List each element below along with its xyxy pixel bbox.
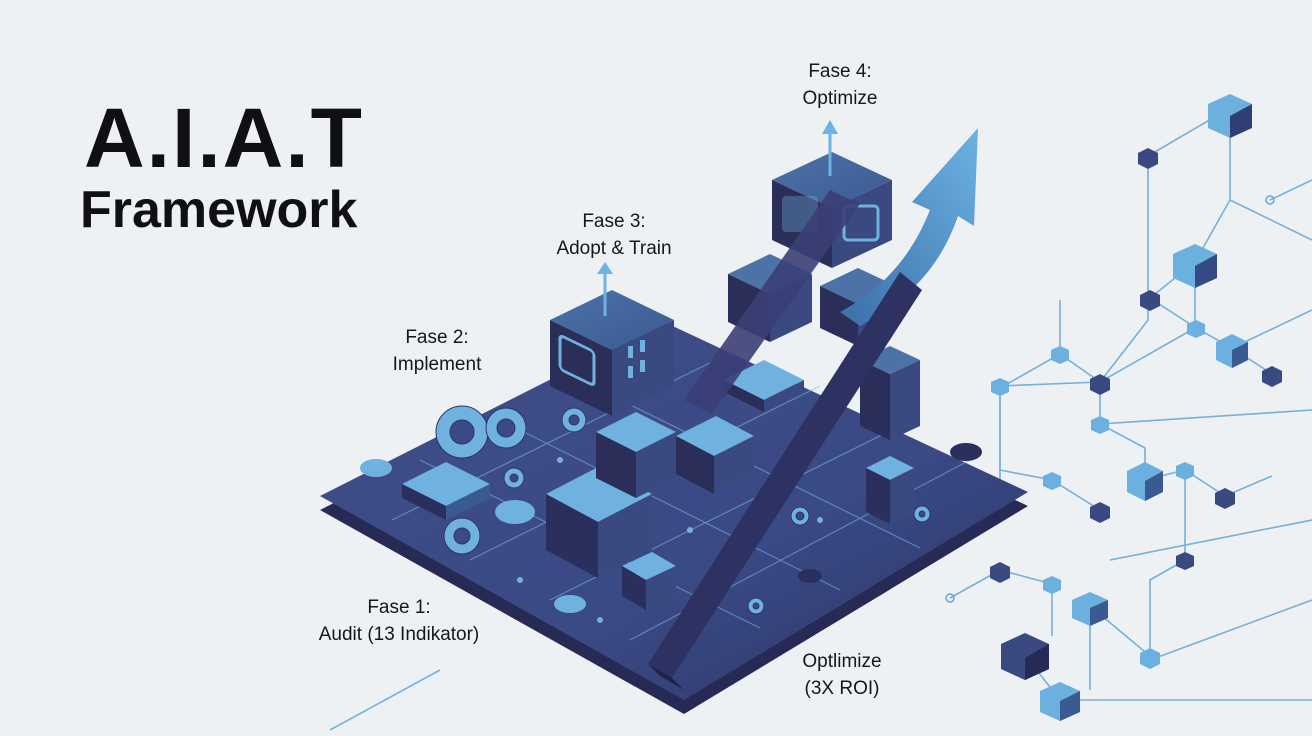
phase-2-number: Fase 2: <box>405 327 469 348</box>
outcome-name: Optlimize <box>802 651 882 672</box>
platform-blocks <box>360 443 982 613</box>
framework-title: A.I.A.T <box>84 91 364 185</box>
outcome-roi: (3X ROI) <box>804 678 880 699</box>
middle-cubes <box>596 360 804 498</box>
phase-1-label: Fase 1: Audit (13 Indikator) <box>282 594 516 648</box>
network-nodes <box>945 94 1282 721</box>
phase-3-label: Fase 3: Adopt & Train <box>532 208 696 262</box>
phase-2-cube <box>550 262 674 416</box>
phase-4-number: Fase 4: <box>808 61 872 82</box>
ramp-bar <box>648 190 922 690</box>
phase-3-number: Fase 3: <box>582 211 646 232</box>
phase-2-label: Fase 2: Implement <box>362 324 512 378</box>
phase-1-number: Fase 1: <box>367 597 431 618</box>
phase-1-name: Audit (13 Indikator) <box>318 624 480 645</box>
gear-icons <box>435 405 931 615</box>
growth-arrow <box>840 128 978 326</box>
phase-4-name: Optimize <box>802 88 878 109</box>
outcome-label: Optlimize (3X ROI) <box>780 648 904 702</box>
framework-subtitle: Framework <box>80 181 358 239</box>
phase-2-name: Implement <box>392 354 482 375</box>
phase-3-name: Adopt & Train <box>556 238 672 259</box>
phase-4-label: Fase 4: Optimize <box>770 58 910 112</box>
